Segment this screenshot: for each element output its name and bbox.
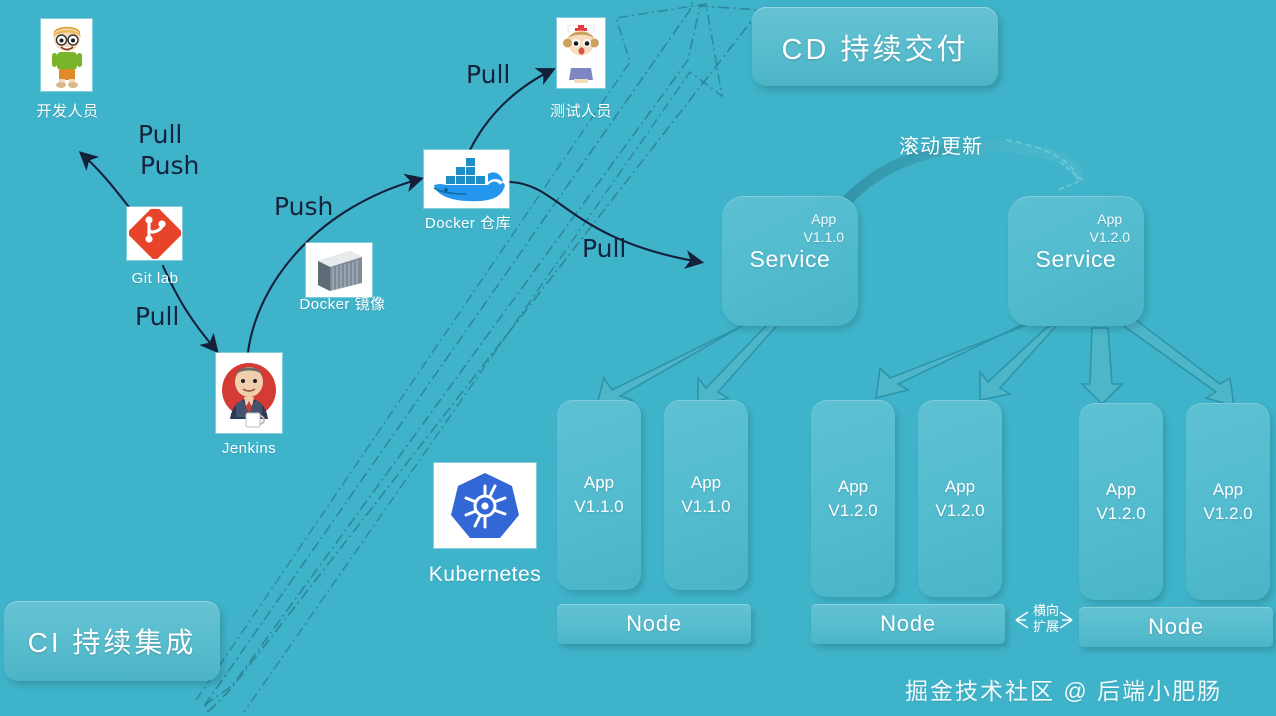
flow-label-registry-pull: Pull [582,234,626,263]
service-right-app-version: App V1.2.0 [1090,210,1130,246]
pod-4-text: App V1.2.0 [935,475,984,523]
rolling-update-label-text: 滚动更新 [899,136,983,158]
service-box-left[interactable]: App V1.1.0 Service [722,196,858,326]
pod-box-6[interactable]: App V1.2.0 [1186,403,1270,600]
pod-2-text: App V1.1.0 [681,471,730,519]
cd-title-text: CD 持续交付 [781,33,969,66]
block-arrow-svc2-pod4 [979,322,1061,401]
rolling-update-label: 滚动更新 [899,130,983,159]
horizontal-scale-label: 横向 扩展 [1024,603,1068,635]
ci-title-text: CI 持续集成 [27,627,197,658]
kubernetes-logo-icon [434,463,536,548]
service-left-version: V1.1.0 [803,229,844,245]
ci-title-plate: CI 持续集成 [4,601,220,681]
pod-1-version: V1.1.0 [574,497,624,516]
pod-box-4[interactable]: App V1.2.0 [918,400,1002,597]
pod-box-2[interactable]: App V1.1.0 [664,400,748,590]
service-right-app: App [1097,211,1123,227]
pod-2-app: App [690,473,722,492]
jenkins-label-text: Jenkins [221,440,277,457]
block-arrow-svc2-pod5 [1080,327,1124,406]
docker-image-icon [306,243,372,297]
developer-avatar-icon [41,19,92,91]
flow-label-tester-pull-text: Pull [466,60,511,89]
docker-registry-label-text: Docker 仓库 [424,215,512,232]
block-arrow-svc2-pod6 [1122,319,1235,408]
pod-5-text: App V1.2.0 [1096,478,1145,526]
flow-label-dev-pull: Pull [138,120,182,149]
pod-3-version: V1.2.0 [828,500,878,520]
flow-label-dev-push: Push [140,151,199,180]
pod-4-app: App [944,476,976,496]
docker-image-label: Docker 镜像 [270,293,415,314]
pod-6-text: App V1.2.0 [1203,478,1252,526]
service-right-version: V1.2.0 [1089,229,1130,245]
pod-5-version: V1.2.0 [1096,503,1146,523]
pod-6-app: App [1212,479,1244,499]
flow-label-dev-pull-text: Pull [138,120,183,149]
developer-label: 开发人员 [0,100,135,121]
docker-whale-icon [424,150,509,208]
gitlab-label-text: Git lab [131,270,179,287]
kubernetes-label: Kubernetes [400,563,570,587]
flow-label-registry-pull-text: Pull [582,234,627,263]
jenkins-logo-icon [216,353,282,433]
horizontal-scale-line2: 扩展 [1032,619,1059,634]
block-arrow-svc1-pod2 [697,320,783,408]
service-left-app-version: App V1.1.0 [804,210,844,246]
docker-image-label-text: Docker 镜像 [299,296,386,313]
service-left-name: Service [749,246,831,272]
developer-label-text: 开发人员 [36,103,99,120]
jenkins-label: Jenkins [189,440,309,457]
flow-label-gitlab-pull-text: Pull [135,302,180,331]
tester-label-text: 测试人员 [549,103,612,120]
service-box-right[interactable]: App V1.2.0 Service [1008,196,1144,326]
pod-3-app: App [837,476,869,496]
watermark-text: 掘金技术社区 @ 后端小肥肠 [905,678,1223,704]
pod-1-app: App [583,473,615,492]
flow-label-dev-push-text: Push [140,151,200,180]
node-2-label: Node [880,611,936,636]
docker-registry-label: Docker 仓库 [390,212,546,233]
block-arrow-svc1-pod1 [594,317,757,410]
node-bar-1[interactable]: Node [557,604,751,644]
pod-box-5[interactable]: App V1.2.0 [1079,403,1163,600]
pod-4-version: V1.2.0 [935,500,985,520]
node-bar-3[interactable]: Node [1079,607,1273,647]
flow-label-gitlab-pull: Pull [135,302,179,331]
horizontal-scale-line1: 横向 [1032,603,1059,618]
flow-label-jenkins-push-text: Push [274,192,334,221]
block-arrow-svc2-pod3 [875,317,1037,400]
watermark: 掘金技术社区 @ 后端小肥肠 [905,672,1222,706]
service-right-name: Service [1035,246,1117,272]
gitlab-label: Git lab [95,270,215,287]
tester-label: 测试人员 [506,100,656,121]
pod-3-text: App V1.2.0 [828,475,877,523]
pod-2-version: V1.1.0 [681,497,731,516]
flow-label-jenkins-push: Push [274,192,333,221]
pod-box-3[interactable]: App V1.2.0 [811,400,895,597]
node-bar-2[interactable]: Node [811,604,1005,644]
node-3-label: Node [1148,614,1204,639]
service-left-app: App [811,211,837,227]
service-to-pod-arrows [594,317,1235,410]
tester-avatar-icon [557,18,605,88]
node-1-label: Node [626,611,682,636]
pod-box-1[interactable]: App V1.1.0 [557,400,641,590]
pod-6-version: V1.2.0 [1203,503,1253,523]
pod-5-app: App [1105,479,1137,499]
kubernetes-label-text: Kubernetes [428,563,542,586]
pod-1-text: App V1.1.0 [574,471,623,519]
cd-title-plate: CD 持续交付 [752,7,998,86]
flow-label-tester-pull: Pull [466,60,510,89]
gitlab-logo-icon [127,207,182,260]
